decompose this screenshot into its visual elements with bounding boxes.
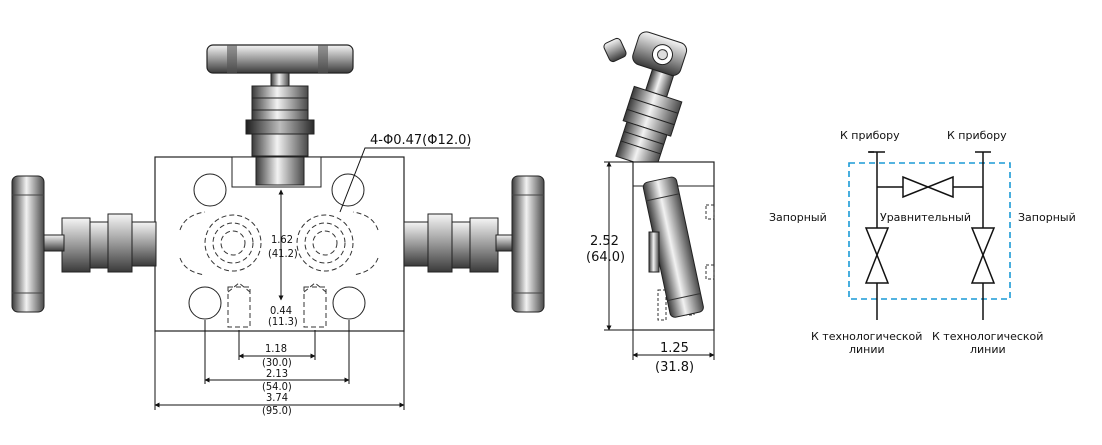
top-handle-icon bbox=[206, 44, 354, 88]
right-side-valve-icon bbox=[403, 175, 545, 313]
side-top-valve-icon bbox=[615, 31, 688, 170]
hole-callout: 4-Φ0.47(Φ12.0) bbox=[370, 133, 471, 148]
label-process-right-1: К технологической bbox=[932, 330, 1043, 343]
label-process-left-1: К технологической bbox=[811, 330, 922, 343]
mount-hole bbox=[331, 173, 365, 207]
mount-hole bbox=[332, 286, 366, 320]
dim-252: 2.52 bbox=[590, 234, 619, 249]
front-view: 4-Φ0.47(Φ12.0) 1.62 (41.2) 0.44 (11.3) 1… bbox=[11, 44, 545, 417]
label-to-instrument-right: К прибору bbox=[947, 129, 1007, 142]
dim-118-mm: (30.0) bbox=[262, 356, 292, 369]
label-process-left-2: линии bbox=[849, 343, 885, 356]
dim-125: 1.25 bbox=[660, 341, 689, 356]
label-shutoff-right: Запорный bbox=[1018, 211, 1076, 224]
side-view: 2.52 (64.0) 1.25 (31.8) bbox=[586, 31, 715, 375]
label-equalizing: Уравнительный bbox=[880, 211, 971, 224]
dim-162: 1.62 bbox=[271, 233, 293, 246]
dim-118: 1.18 bbox=[265, 342, 287, 355]
manifold-schematic: К прибору К прибору Запорный Уравнительн… bbox=[769, 129, 1076, 356]
left-side-valve-icon bbox=[11, 175, 157, 313]
mount-hole bbox=[193, 173, 227, 207]
mount-hole bbox=[188, 286, 222, 320]
left-shutoff-valve-icon bbox=[864, 227, 890, 284]
dim-213-mm: (54.0) bbox=[262, 380, 292, 393]
dim-252-mm: (64.0) bbox=[586, 250, 625, 265]
dim-044-mm: (11.3) bbox=[268, 315, 298, 328]
equalizing-valve-icon bbox=[902, 175, 954, 199]
label-to-instrument-left: К прибору bbox=[840, 129, 900, 142]
dim-374: 3.74 bbox=[266, 391, 288, 404]
dim-162-mm: (41.2) bbox=[268, 247, 298, 260]
dim-213: 2.13 bbox=[266, 367, 288, 380]
internal-bores bbox=[179, 211, 379, 328]
dim-044: 0.44 bbox=[270, 304, 292, 317]
schematic-boundary bbox=[848, 162, 1011, 300]
label-process-right-2: линии bbox=[970, 343, 1006, 356]
dim-374-mm: (95.0) bbox=[262, 404, 292, 417]
right-shutoff-valve-icon bbox=[970, 227, 996, 284]
dim-125-mm: (31.8) bbox=[655, 360, 694, 375]
label-shutoff-left: Запорный bbox=[769, 211, 827, 224]
